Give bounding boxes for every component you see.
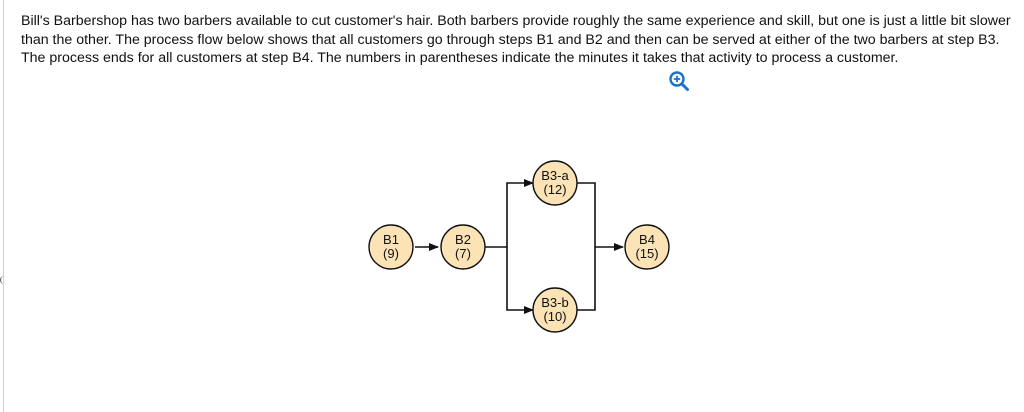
zoom-in-icon [669, 71, 689, 91]
merge-line-upper [577, 182, 596, 247]
node-b3a-label: B3-a [541, 168, 569, 183]
node-b4: B4 (15) [624, 224, 670, 270]
node-b3a: B3-a (12) [532, 160, 578, 206]
node-b2: B2 (7) [440, 224, 486, 270]
zoom-in-button[interactable] [668, 70, 690, 92]
node-b3b-time: (10) [543, 309, 566, 324]
merge-line-lower [577, 247, 596, 311]
left-border [3, 0, 4, 412]
node-b2-time: (7) [455, 246, 471, 261]
question-text: Bill's Barbershop has two barbers availa… [21, 13, 1011, 66]
left-edge-handle [0, 276, 5, 284]
node-b1-time: (9) [383, 246, 399, 261]
process-flow-diagram: B1 (9) B2 (7) B3-a (12) B3-b (10) B4 (15… [355, 150, 685, 340]
split-line [485, 179, 534, 248]
node-b3b: B3-b (10) [532, 287, 578, 333]
node-b1-label: B1 [383, 232, 399, 247]
node-b4-label: B4 [639, 232, 655, 247]
node-b4-time: (15) [635, 246, 658, 261]
node-b3b-label: B3-b [541, 295, 568, 310]
split-line-lower [506, 247, 534, 314]
node-b1: B1 (9) [368, 224, 414, 270]
connectors [415, 179, 624, 314]
node-b2-label: B2 [455, 232, 471, 247]
node-b3a-time: (12) [543, 182, 566, 197]
